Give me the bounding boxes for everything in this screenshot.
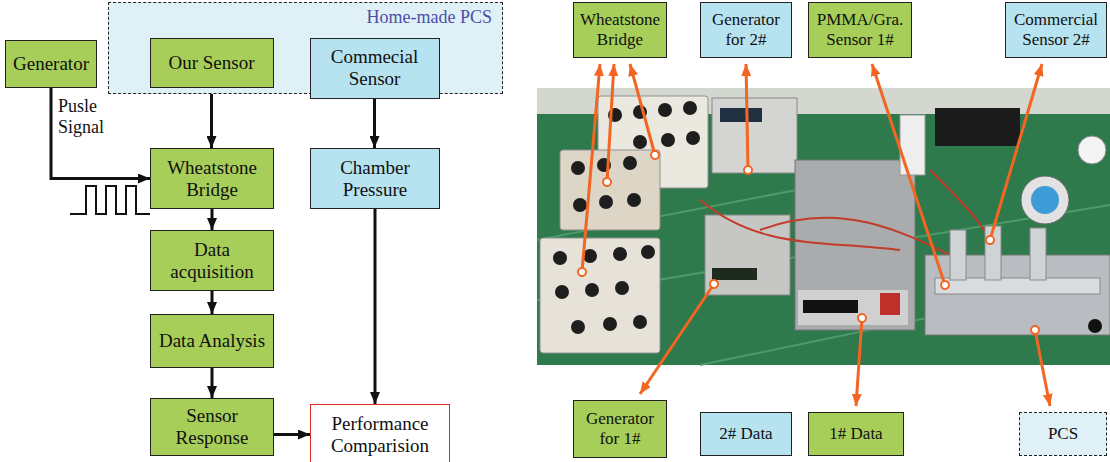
leader-line <box>746 64 748 170</box>
flow-arrow <box>274 433 310 436</box>
power-strip <box>900 115 925 175</box>
instrument-terminal <box>880 293 900 315</box>
instrument-display <box>803 300 858 313</box>
leader-line <box>607 64 614 182</box>
process-box: Our Sensor <box>150 38 274 88</box>
resistance-box <box>560 150 660 230</box>
box-label: Sensor Response <box>156 405 268 449</box>
box-label: Commercial Sensor 2# <box>1011 10 1101 49</box>
generator-instrument <box>705 215 790 295</box>
box-label: PCS <box>1048 424 1078 444</box>
box-label: Commecial Sensor <box>316 46 434 90</box>
photo-label-box: Commercial Sensor 2# <box>1005 2 1107 58</box>
pressure-gauge <box>1021 176 1069 224</box>
process-box: Generator <box>5 40 97 88</box>
dial <box>1078 136 1106 164</box>
leader-line <box>990 64 1042 240</box>
instrument-display <box>712 268 757 280</box>
flow-arrow <box>210 88 213 149</box>
group-heading: Home-made PCS <box>367 7 493 28</box>
leader-line <box>630 64 655 155</box>
signal-label: Pusle Signal <box>58 96 120 137</box>
leader-line <box>582 64 600 272</box>
photo-label-box: Generator for 1# <box>573 400 667 458</box>
box-label: Our Sensor <box>168 52 254 74</box>
process-box: Chamber Pressure <box>310 148 440 209</box>
flow-arrow <box>211 291 214 314</box>
photo-label-box: Generator for 2# <box>700 2 792 58</box>
leader-line <box>1035 330 1050 406</box>
box-label: Performance Comparision <box>316 413 444 457</box>
system-group: Home-made PCS Our Sensor Commecial Sensor <box>108 2 503 94</box>
box-label: Wheatstone Bridge <box>156 157 268 201</box>
box-label: Wheatstone Bridge <box>579 10 661 49</box>
photo-label-box: PMMA/Gra. Sensor 1# <box>808 2 912 58</box>
process-box: Wheatstone Bridge <box>150 148 274 209</box>
wires <box>700 170 990 260</box>
pcs-fitting <box>1030 228 1046 280</box>
resistance-box <box>540 238 660 353</box>
box-label: Data acquisition <box>156 239 268 283</box>
flow-arrow <box>373 99 376 149</box>
generator-instrument <box>712 98 797 173</box>
box-label: 1# Data <box>829 424 882 444</box>
instrument-face <box>798 290 908 325</box>
box-label: Chamber Pressure <box>316 157 434 201</box>
photo-label-box: PCS <box>1019 412 1107 456</box>
process-box: Commecial Sensor <box>310 38 440 99</box>
process-box: Sensor Response <box>150 398 274 456</box>
resistance-knobs <box>608 101 700 149</box>
flow-arrow <box>211 209 214 230</box>
box-label: Data Analysis <box>159 330 265 352</box>
instrument-display <box>720 108 762 122</box>
leader-line <box>640 284 714 394</box>
resistance-knobs <box>571 156 641 212</box>
pcs-fitting <box>950 230 966 280</box>
photo-label-box: 2# Data <box>700 412 792 456</box>
photo-label-box: Wheatstone Bridge <box>573 2 667 58</box>
box-label: Generator <box>13 53 89 75</box>
process-box: Data Analysis <box>150 314 274 368</box>
resistance-knobs <box>553 245 655 334</box>
photo-label-box: 1# Data <box>808 412 904 456</box>
flow-arrow <box>374 209 377 404</box>
flow-arrow <box>211 368 214 398</box>
pcs-handle <box>1088 319 1102 333</box>
box-label: 2# Data <box>719 424 772 444</box>
result-box: Performance Comparision <box>310 404 450 462</box>
box-label: PMMA/Gra. Sensor 1# <box>814 10 906 49</box>
flow-arrow <box>51 88 150 179</box>
gauge-display <box>1031 186 1059 214</box>
box-label: Generator for 2# <box>706 10 786 49</box>
leader-line <box>872 64 945 285</box>
process-box: Data acquisition <box>150 230 274 291</box>
pulse-waveform <box>70 186 150 214</box>
power-unit <box>935 108 1020 146</box>
box-label: Generator for 1# <box>579 409 661 448</box>
leader-line <box>856 318 862 406</box>
